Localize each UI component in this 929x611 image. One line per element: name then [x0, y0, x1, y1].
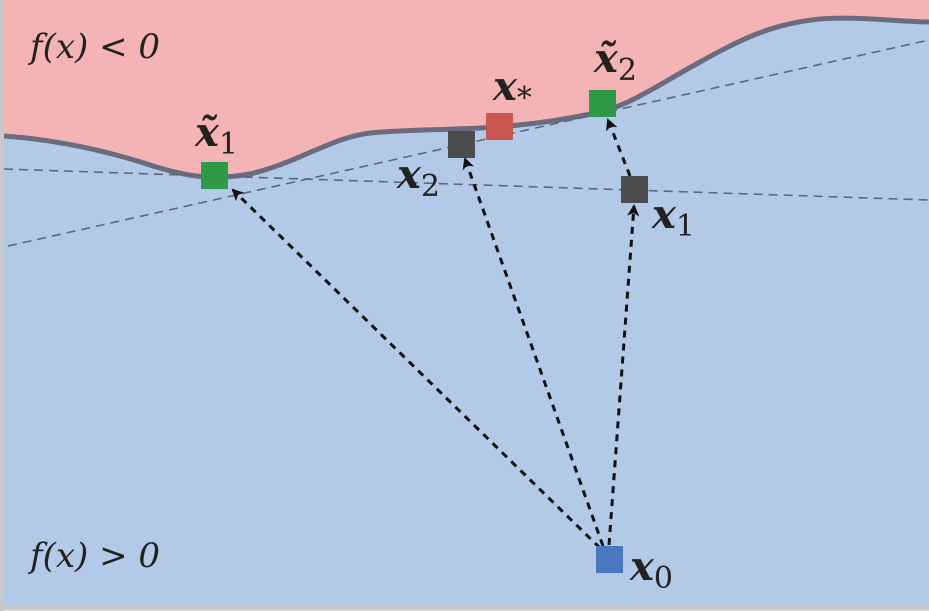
point-x0 — [596, 546, 623, 573]
label-xt1-base: x̃ — [194, 109, 220, 156]
point-xt1 — [201, 162, 228, 189]
arrow-x1-to-xt2 — [606, 118, 632, 177]
negative-region-label: f(x) < 0 — [27, 27, 160, 67]
point-xt2 — [589, 90, 616, 117]
label-xt1: x̃1 — [194, 109, 238, 162]
label-xt2: x̃2 — [593, 35, 637, 88]
label-x0-base: x — [629, 543, 655, 590]
label-xstar-base: x — [492, 63, 518, 110]
label-x1: x1 — [651, 191, 695, 244]
label-xt2-sub: 2 — [618, 53, 637, 88]
tangent-line-1 — [3, 168, 929, 201]
label-xt2-base: x̃ — [593, 35, 619, 82]
arrow-x0-to-x2 — [462, 157, 605, 547]
label-xstar-sub: * — [517, 81, 532, 116]
decision-boundary — [3, 15, 929, 180]
label-x2-base: x — [396, 151, 422, 198]
label-xt1-sub: 1 — [219, 127, 238, 162]
label-x1-sub: 1 — [676, 209, 695, 244]
label-x2-sub: 2 — [421, 169, 440, 204]
label-x0-sub: 0 — [654, 561, 673, 596]
arrow-x0-to-x1 — [607, 204, 640, 546]
point-x1 — [621, 176, 648, 203]
negative-region — [4, 0, 929, 178]
label-x1-base: x — [651, 191, 677, 238]
arrows — [231, 118, 640, 550]
point-xstar — [486, 113, 513, 140]
point-x2 — [448, 131, 475, 158]
positive-region-label: f(x) > 0 — [27, 536, 160, 576]
label-x2: x2 — [396, 151, 440, 204]
label-xstar: x* — [492, 63, 532, 116]
label-x0: x0 — [629, 543, 673, 596]
